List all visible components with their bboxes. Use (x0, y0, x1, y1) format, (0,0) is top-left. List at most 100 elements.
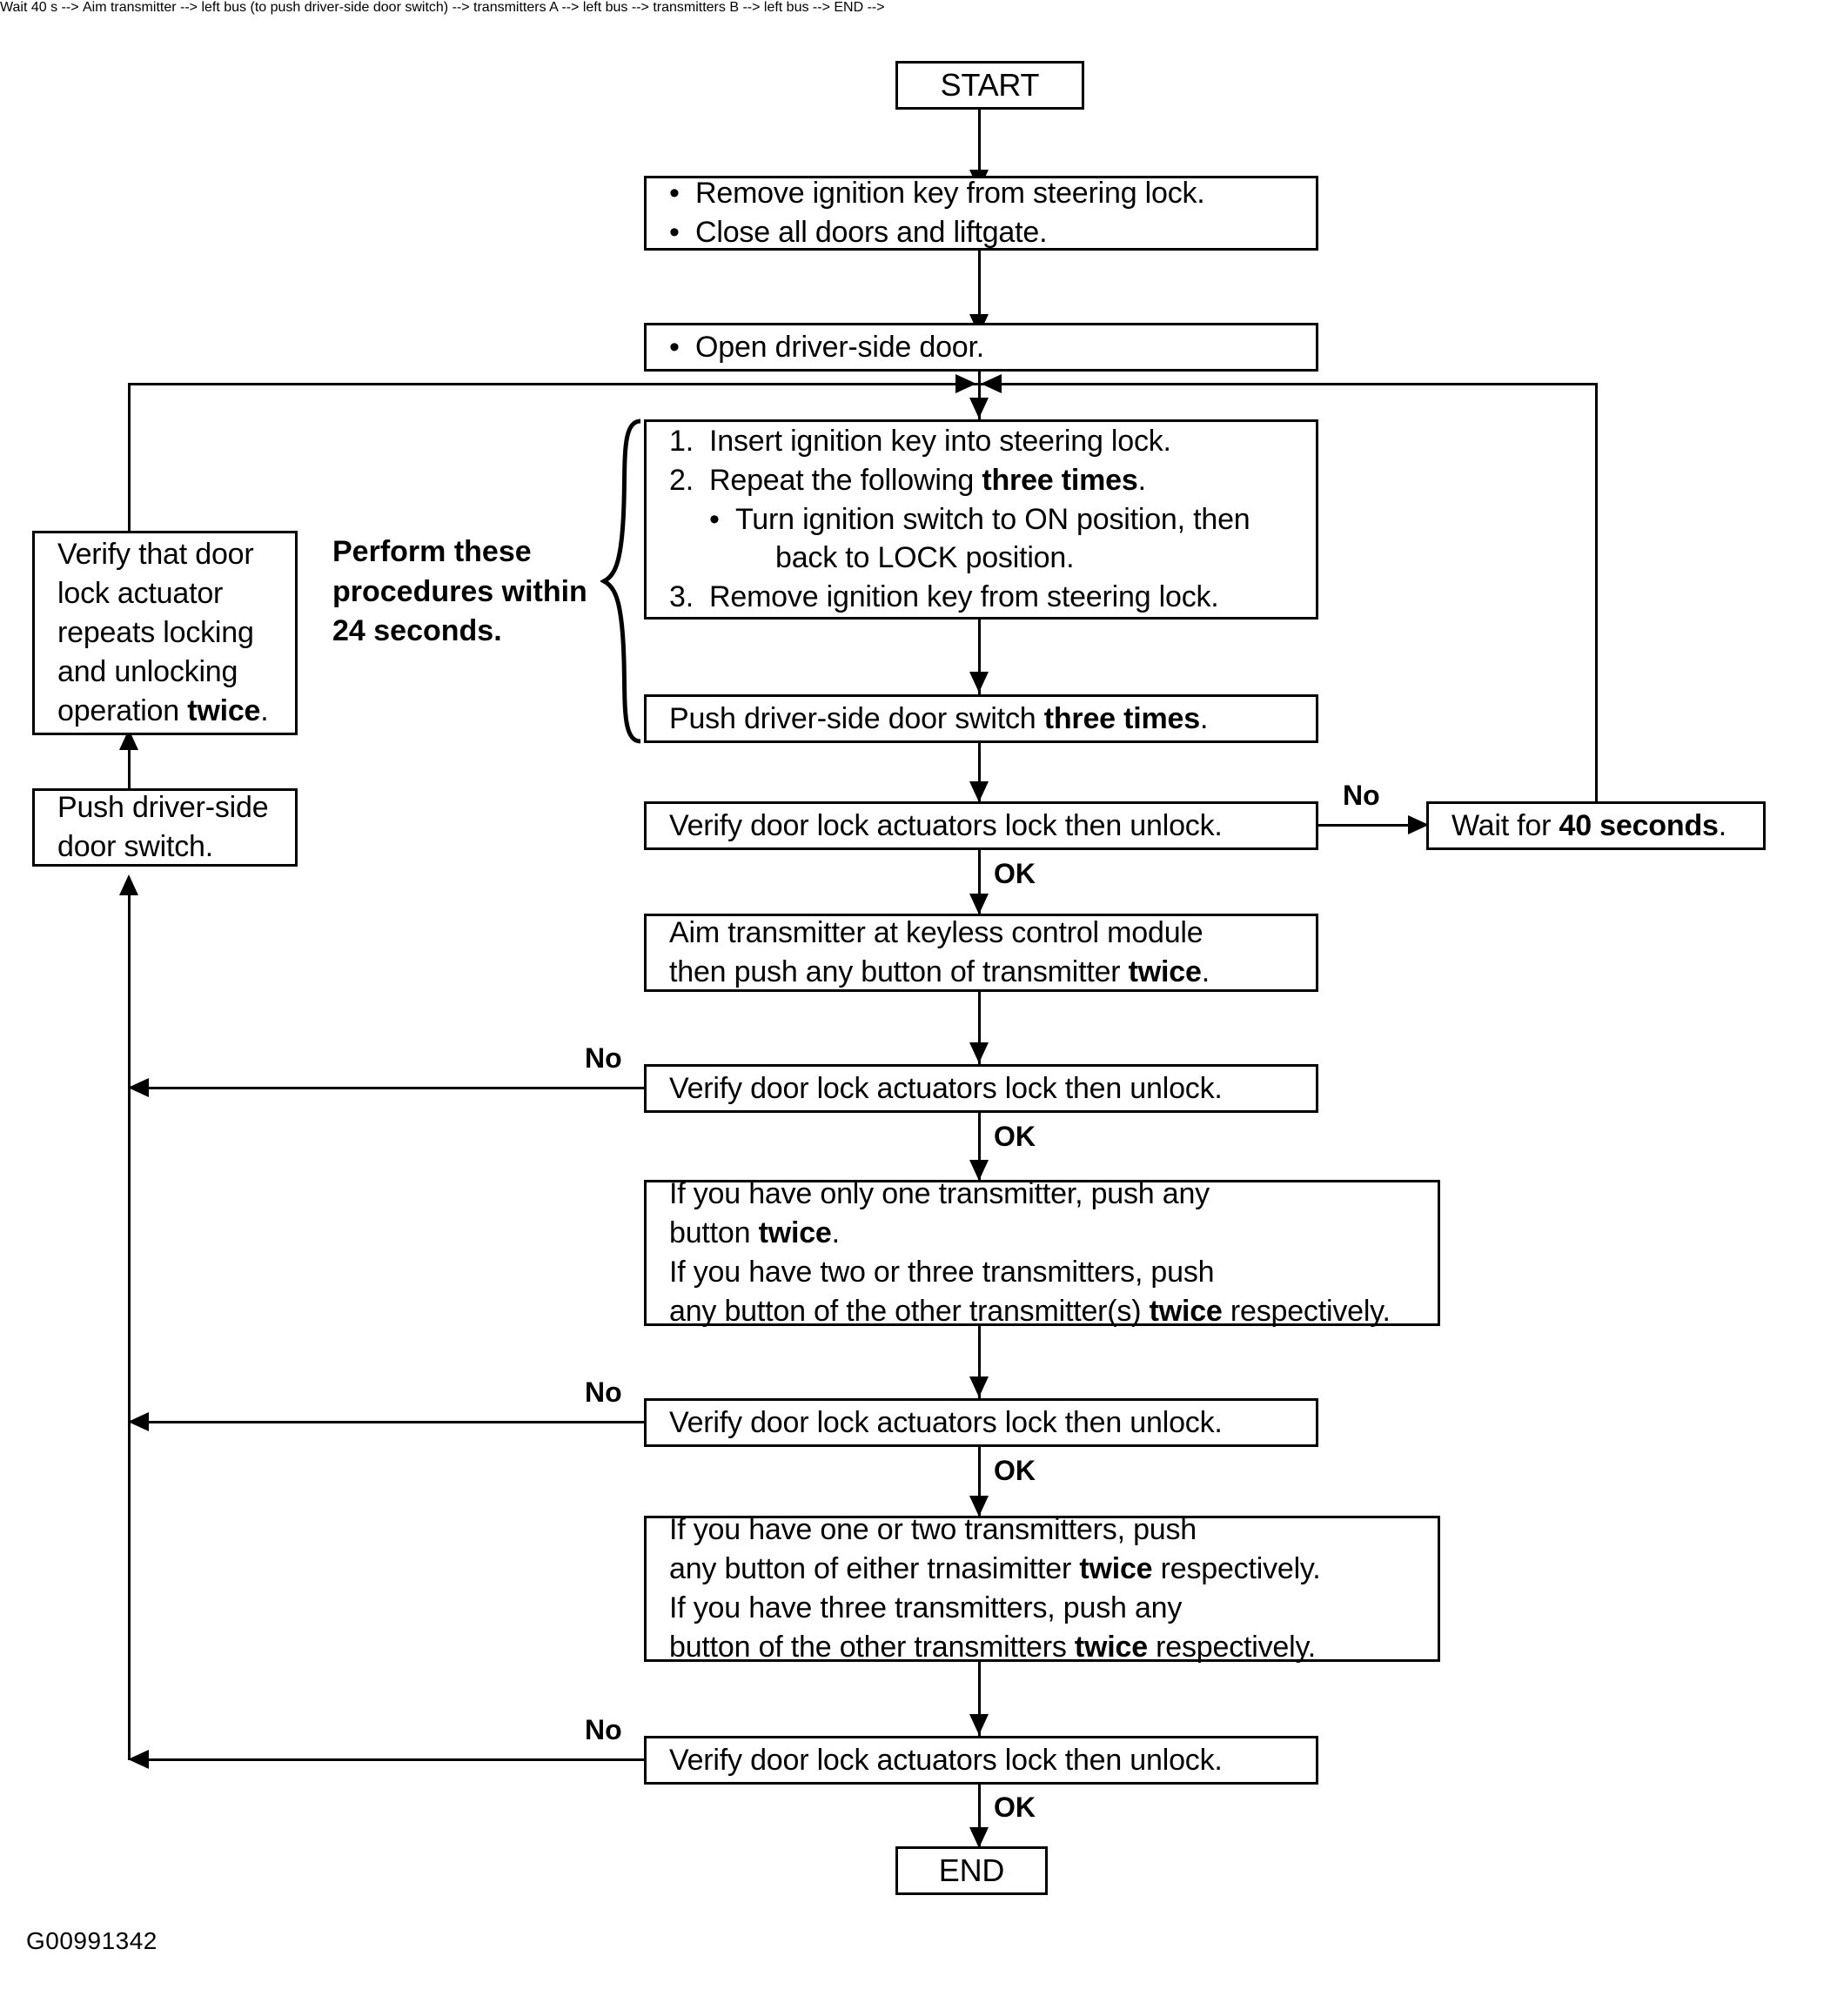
connector-pushswitch-to-verifytwice (128, 735, 131, 788)
verify-actuators-1-label: Verify door lock actuators lock then unl… (669, 808, 1223, 842)
arrowhead-ignition-to-pushthree (969, 672, 989, 693)
transmitters-b-line-3: If you have three transmitters, push any (669, 1591, 1183, 1624)
timing-note-line-3: 24 seconds. (332, 614, 502, 648)
node-end-label: END (938, 1852, 1005, 1889)
node-verify-actuators-1: Verify door lock actuators lock then unl… (644, 801, 1318, 850)
push-switch-three-times-label: Push driver-side door switch three times… (669, 701, 1209, 735)
arrowhead-left-return-to-push-switch (119, 874, 138, 895)
connector-aim-to-verify2 (978, 992, 981, 1067)
ignition-step-2-label: Repeat the following three times. (709, 463, 1146, 497)
aim-transmitter-line-2: then push any button of transmitter twic… (669, 955, 1210, 988)
node-transmitters-b: If you have one or two transmitters, pus… (644, 1513, 1440, 1664)
ignition-step-3: 3. Remove ignition key from steering loc… (669, 578, 1316, 617)
arrowhead-verify1-ok (969, 894, 989, 914)
arrowhead-verify4-no (128, 1750, 149, 1769)
left-return-bus (128, 880, 131, 1760)
loopback-left-riser (128, 383, 131, 531)
edge-label-ok-4: OK (994, 1792, 1036, 1823)
verify-twice-line-1: Verify that door (57, 538, 254, 572)
ignition-step-3-label: Remove ignition key from steering lock. (709, 580, 1219, 614)
node-push-switch-three-times: Push driver-side door switch three times… (644, 694, 1318, 743)
loopback-bus-right (978, 383, 1598, 385)
edge-label-ok-3: OK (994, 1455, 1036, 1486)
node-ignition-steps: 1. Insert ignition key into steering loc… (644, 419, 1318, 620)
verify-actuators-3-label: Verify door lock actuators lock then unl… (669, 1405, 1223, 1439)
edge-label-no-2: No (585, 1042, 622, 1074)
timing-note-line-1: Perform these (332, 535, 532, 568)
step-number: 3. (669, 580, 694, 614)
verify-actuators-2-label: Verify door lock actuators lock then unl… (669, 1071, 1223, 1105)
connector-prep-to-open (978, 251, 981, 320)
connector-verify1-no (1318, 824, 1423, 827)
ignition-step-2-sub-label: Turn ignition switch to ON position, the… (735, 502, 1250, 536)
verify-twice-line-3: repeats locking (57, 616, 254, 650)
transmitters-a-line-1: If you have only one transmitter, push a… (669, 1177, 1210, 1211)
node-verify-actuators-3: Verify door lock actuators lock then unl… (644, 1398, 1318, 1447)
transmitters-b-line-1: If you have one or two transmitters, pus… (669, 1513, 1197, 1547)
node-push-driver-side-door-switch: Push driver-side door switch. (32, 788, 298, 867)
arrowhead-transb-to-verify4 (969, 1714, 989, 1735)
connector-pushthree-to-verify1 (978, 743, 981, 808)
arrowhead-transa-to-verify3 (969, 1376, 989, 1397)
transmitters-a-line-2: button twice. (669, 1216, 840, 1250)
connector-verify1-ok (978, 850, 981, 920)
edge-label-no-1: No (1343, 780, 1380, 811)
timing-brace (599, 418, 646, 745)
node-verify-actuator-repeats-twice: Verify that door lock actuator repeats l… (32, 531, 298, 735)
prep-item-2-label: Close all doors and liftgate. (695, 216, 1048, 249)
connector-verify2-no (137, 1087, 644, 1089)
transmitters-a-line-3: If you have two or three transmitters, p… (669, 1256, 1215, 1289)
ignition-step-2-sub-cont: back to LOCK position. (775, 541, 1075, 575)
connector-transb-to-verify4 (978, 1662, 981, 1738)
arrowhead-open-to-ignition (969, 398, 989, 419)
ignition-step-2-sub: • Turn ignition switch to ON position, t… (669, 500, 1316, 539)
timing-note-line-2: procedures within (332, 574, 587, 608)
open-door-label: Open driver-side door. (695, 330, 984, 364)
node-wait-40-seconds: Wait for 40 seconds. (1426, 801, 1766, 850)
edge-label-no-3: No (585, 1376, 622, 1408)
connector-transa-to-verify3 (978, 1326, 981, 1401)
arrowhead-verify4-ok (969, 1827, 989, 1848)
prep-item-1: • Remove ignition key from steering lock… (669, 174, 1316, 213)
node-verify-actuators-4: Verify door lock actuators lock then unl… (644, 1736, 1318, 1785)
bullet-icon: • (669, 177, 680, 211)
connector-verify3-no (137, 1421, 644, 1423)
arrowhead-verify3-no (128, 1412, 149, 1431)
timing-note: Perform these procedures within 24 secon… (332, 532, 587, 652)
ignition-step-1: 1. Insert ignition key into steering loc… (669, 422, 1316, 461)
wait-40-seconds-label: Wait for 40 seconds. (1451, 808, 1726, 842)
step-number: 1. (669, 424, 694, 458)
node-prep: • Remove ignition key from steering lock… (644, 176, 1318, 251)
arrowhead-pushthree-to-verify1 (969, 781, 989, 802)
push-switch-line-2: door switch. (57, 830, 214, 863)
arrowhead-loopback-left-into-junction (955, 374, 976, 393)
bullet-icon: • (709, 502, 720, 536)
node-transmitters-a: If you have only one transmitter, push a… (644, 1177, 1440, 1328)
node-end: END (895, 1846, 1048, 1895)
verify-twice-line-5: operation twice. (57, 693, 269, 727)
arrowhead-verify1-no (1408, 815, 1429, 834)
step-number: 2. (669, 463, 694, 497)
push-switch-line-1: Push driver-side (57, 791, 269, 825)
bullet-icon: • (669, 216, 680, 249)
connector-verify4-ok (978, 1785, 981, 1851)
loopback-right-riser (1595, 383, 1598, 801)
loopback-bus-left (128, 383, 978, 385)
open-door-item: • Open driver-side door. (669, 328, 1316, 367)
transmitters-b-line-4: button of the other transmitters twice r… (669, 1630, 1317, 1664)
edge-label-ok-2: OK (994, 1121, 1036, 1152)
node-aim-transmitter: Aim transmitter at keyless control modul… (644, 914, 1318, 992)
ignition-step-1-label: Insert ignition key into steering lock. (709, 424, 1171, 458)
arrowhead-verify2-no (128, 1078, 149, 1097)
connector-verify2-ok (978, 1113, 981, 1186)
connector-verify3-ok (978, 1447, 981, 1522)
verify-twice-line-2: lock actuator (57, 577, 224, 611)
prep-item-2: • Close all doors and liftgate. (669, 213, 1316, 252)
prep-item-1-label: Remove ignition key from steering lock. (695, 177, 1205, 211)
transmitters-b-line-2: any button of either trnasimitter twice … (669, 1552, 1321, 1586)
node-verify-actuators-2: Verify door lock actuators lock then unl… (644, 1064, 1318, 1113)
node-start: START (895, 61, 1084, 110)
connector-verify4-no (137, 1758, 644, 1761)
ignition-step-2: 2. Repeat the following three times. (669, 461, 1316, 500)
